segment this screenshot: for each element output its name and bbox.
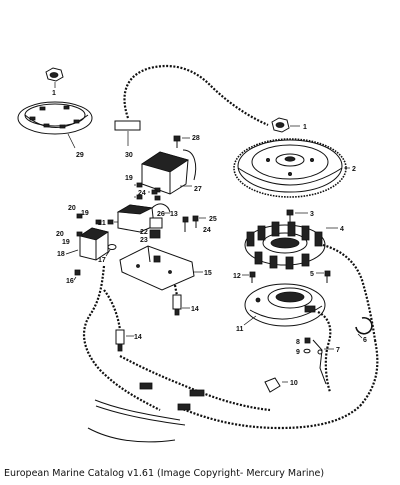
screws-24-25	[148, 189, 206, 232]
trigger-plate	[243, 283, 332, 393]
callout-6: 6	[363, 337, 367, 344]
callout-labels: 1 1 2 3 4 5 6 7 8 9 10 11 12 13 14 14 15…	[52, 90, 367, 387]
flywheel-cover	[17, 101, 93, 149]
callout-1-left: 1	[52, 90, 56, 97]
trigger-screw	[316, 270, 331, 283]
washer-17	[105, 244, 117, 257]
bracket-screws-upper	[134, 182, 161, 201]
ignition-coil	[65, 227, 109, 261]
callout-14-right: 14	[191, 306, 199, 313]
callout-29: 29	[76, 152, 84, 159]
callout-17: 17	[98, 257, 106, 264]
callout-16: 16	[66, 278, 74, 285]
rectifier-screw	[173, 135, 190, 148]
flywheel	[233, 138, 350, 198]
callout-20-lower: 20	[56, 231, 64, 238]
mounting-bracket	[119, 245, 203, 291]
callout-19-upper: 19	[125, 175, 133, 182]
stator-screw	[286, 209, 308, 222]
bolt-washer-link	[303, 337, 334, 385]
callout-25: 25	[209, 216, 217, 223]
switch-box	[116, 203, 171, 239]
callout-24-right: 24	[203, 227, 211, 234]
callout-22: 22	[140, 229, 148, 236]
callout-2: 2	[352, 166, 356, 173]
callout-21: 21	[98, 220, 106, 227]
wire-clip	[264, 377, 288, 393]
callout-15: 15	[204, 270, 212, 277]
callout-11: 11	[236, 326, 244, 333]
rectifier	[141, 149, 197, 195]
screw-16	[73, 269, 81, 281]
main-harness	[87, 339, 379, 443]
callout-26: 26	[157, 211, 165, 218]
callout-18: 18	[57, 251, 65, 258]
plate-screw	[242, 271, 256, 283]
callout-30: 30	[125, 152, 133, 159]
callout-1-right: 1	[303, 124, 307, 131]
callout-7: 7	[336, 347, 340, 354]
flywheel-nut-left	[45, 67, 64, 88]
callout-4: 4	[340, 226, 344, 233]
callout-19-lower: 19	[62, 239, 70, 246]
coil-screws	[76, 213, 118, 237]
image-caption: European Marine Catalog v1.61 (Image Cop…	[4, 468, 325, 479]
spark-plug-leads	[83, 265, 190, 411]
callout-8: 8	[296, 339, 300, 346]
callout-13: 13	[170, 211, 178, 218]
callout-10: 10	[290, 380, 298, 387]
callout-3: 3	[310, 211, 314, 218]
flywheel-nut-right	[271, 117, 300, 133]
callout-19-mid: 19	[81, 210, 89, 217]
callout-23: 23	[140, 237, 148, 244]
callout-5: 5	[310, 271, 314, 278]
wire-harness-tag	[114, 64, 269, 146]
callout-14-lower: 14	[134, 334, 142, 341]
callout-24-upper: 24	[138, 190, 146, 197]
callout-27: 27	[194, 186, 202, 193]
callout-12: 12	[233, 273, 241, 280]
retaining-ring	[355, 316, 373, 339]
stator	[244, 221, 377, 341]
callout-9: 9	[296, 349, 300, 356]
callout-20-upper: 20	[68, 205, 76, 212]
callout-28: 28	[192, 135, 200, 142]
